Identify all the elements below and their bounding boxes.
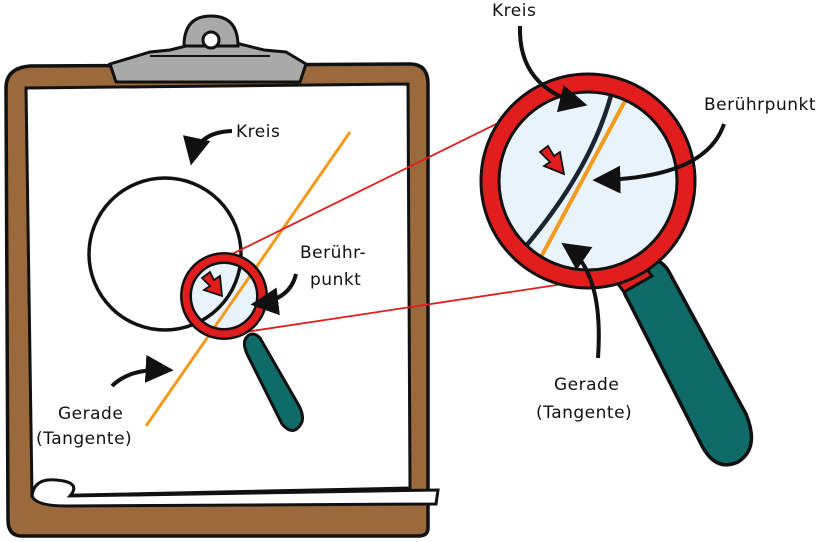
beruehrpunkt-arrow-left [250,273,298,316]
label-beruehr-left-1: Berühr- [300,243,366,263]
red-arrow-icon [538,144,566,176]
label-gerade-right-2: (Tangente) [536,403,632,423]
label-kreis-left: Kreis [236,122,280,142]
label-beruehrpunkt-right: Berührpunkt [704,95,816,115]
red-arrow-icon [200,270,224,298]
label-gerade-left-2: (Tangente) [36,429,132,449]
magnifying-glass-icon [479,72,754,467]
gerade-arrow-left [110,354,174,388]
zoom-line-bottom [231,282,571,335]
label-beruehr-left-2: punkt [310,270,361,290]
beruehrpunkt-arrow-right [592,123,726,194]
kreis-arrow-right [517,25,588,113]
magnifying-glass-icon [180,252,304,432]
small-magnifier-handle [242,332,304,432]
label-gerade-left-1: Gerade [58,404,123,424]
gerade-arrow-right [561,242,601,359]
clipboard-clip [108,14,308,84]
circle-shape [87,176,243,332]
clipboard-paper-curl [30,478,440,508]
large-magnifier-handle [620,256,754,467]
kreis-arrow-left [183,129,233,166]
label-kreis-right: Kreis [492,1,536,21]
label-gerade-right-1: Gerade [554,375,619,395]
